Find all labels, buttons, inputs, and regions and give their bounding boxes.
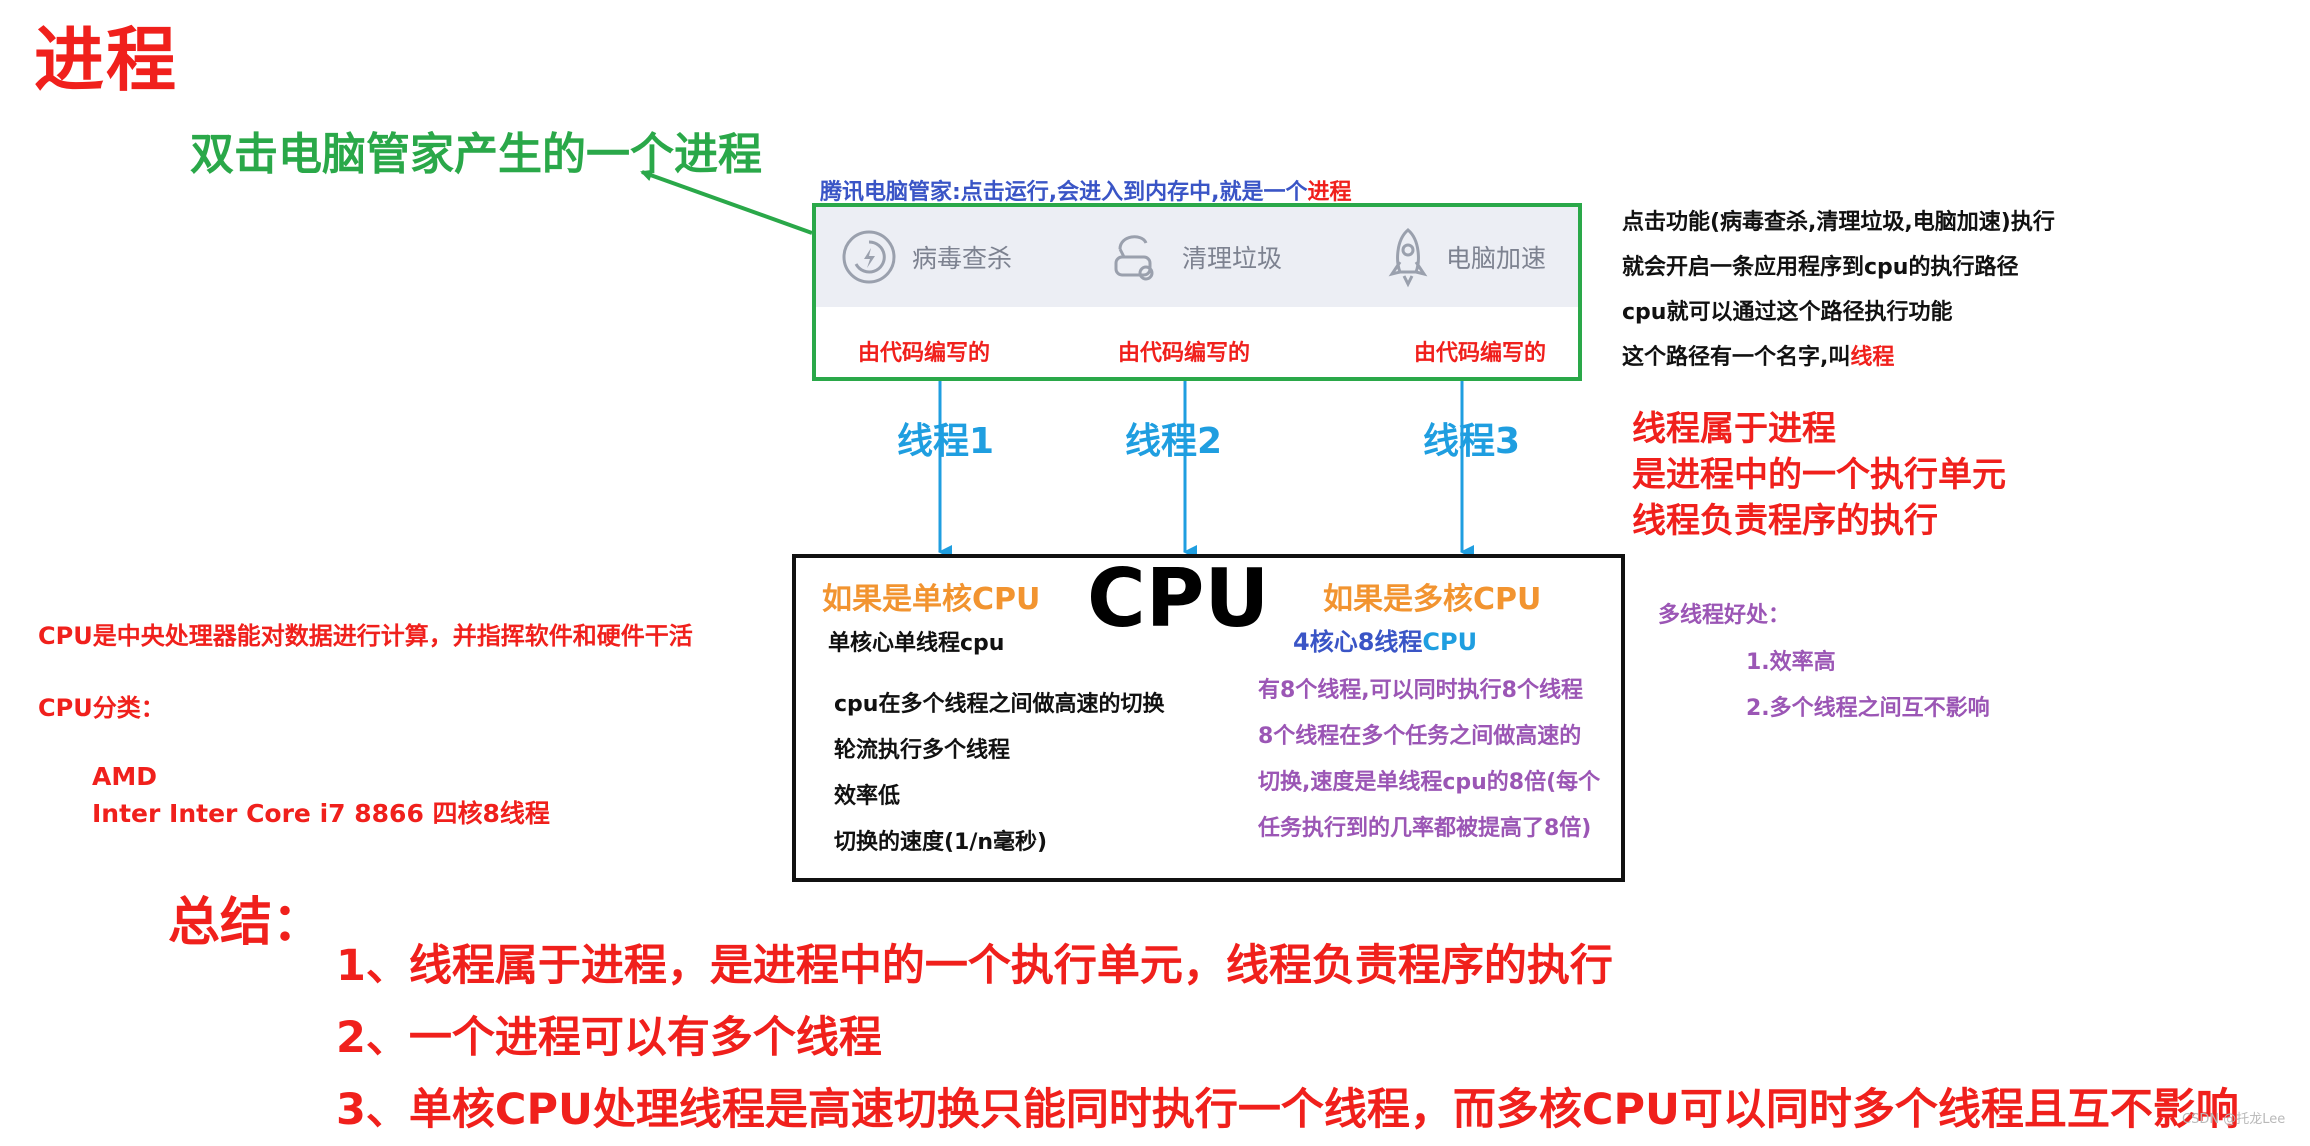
desc-line: 点击功能(病毒查杀,清理垃圾,电脑加速)执行 [1622,210,2055,235]
def-line: 线程属于进程 [1632,409,1836,449]
cpu-title: CPU [1087,552,1270,645]
single-core-points: cpu在多个线程之间做高速的切换 轮流执行多个线程 效率低 切换的速度(1/n毫… [834,682,1164,866]
feature-label: 电脑加速 [1446,244,1547,273]
thread-path-description: 点击功能(病毒查杀,清理垃圾,电脑加速)执行 就会开启一条应用程序到cpu的执行… [1622,200,2055,380]
list-item: 1、线程属于进程，是进程中的一个执行单元，线程负责程序的执行 [336,941,1613,991]
single-core-subheading: 单核心单线程cpu [828,631,1005,656]
code-label-3: 由代码编写的 [1414,341,1547,366]
page-title: 进程 [34,19,178,101]
feature-virus-scan[interactable]: 病毒查杀 [840,207,1012,307]
vacuum-cleaner-icon [1114,235,1154,281]
list-item: 轮流执行多个线程 [834,738,1011,763]
multithread-benefits-heading: 多线程好处： [1658,603,1791,628]
feature-speed-up[interactable]: 电脑加速 [1384,207,1546,307]
desc-line: 这个路径有一个名字,叫线程 [1622,345,1895,370]
watermark: CSDN @托龙Lee [2182,1112,2286,1127]
feature-clean-junk[interactable]: 清理垃圾 [1106,207,1282,307]
app-caption-highlight: 进程 [1307,180,1352,205]
multi-core-points: 有8个线程,可以同时执行8个线程 8个线程在多个任务之间做高速的 切换,速度是单… [1258,668,1600,852]
def-line: 是进程中的一个执行单元 [1632,455,2006,495]
summary-heading: 总结： [168,893,325,953]
cpu-box [792,554,1625,882]
list-item: 2.多个线程之间互不影响 [1746,696,1990,721]
thread-label-2: 线程2 [1125,421,1223,462]
app-caption-text: 腾讯电脑管家:点击运行,会进入到内存中,就是一个 [820,180,1308,205]
thread-definition: 线程属于进程 是进程中的一个执行单元 线程负责程序的执行 [1632,406,2006,544]
list-item: Inter Inter Core i7 8866 四核8线程 [92,799,550,828]
summary-list: 1、线程属于进程，是进程中的一个执行单元，线程负责程序的执行 2、一个进程可以有… [336,930,2239,1146]
code-label-2: 由代码编写的 [1118,341,1251,366]
multithread-benefits-list: 1.效率高 2.多个线程之间互不影响 [1746,640,1990,732]
multi-core-subheading: 4核心8线程CPU [1293,628,1478,656]
list-item: 切换,速度是单线程cpu的8倍(每个 [1258,770,1601,795]
list-item: 效率低 [834,784,901,809]
list-item: 3、单核CPU处理线程是高速切换只能同时执行一个线程，而多核CPU可以同时多个线… [336,1085,2239,1135]
list-item: 2、一个进程可以有多个线程 [336,1013,882,1063]
list-item: 1.效率高 [1746,650,1836,675]
single-core-heading: 如果是单核CPU [822,582,1041,617]
app-window: 病毒查杀 清理垃圾 电脑加速 由代码编写的 由代码编写的 由代码编写的 [812,203,1582,381]
list-item: 8个线程在多个任务之间做高速的 [1258,724,1582,749]
app-caption: 腾讯电脑管家:点击运行,会进入到内存中,就是一个进程 [820,174,1352,206]
list-item: 任务执行到的几率都被提高了8倍) [1258,816,1592,841]
list-item: cpu在多个线程之间做高速的切换 [834,692,1165,717]
thread-label-1: 线程1 [897,421,995,462]
cpu-definition: CPU是中央处理器能对数据进行计算，并指挥软件和硬件干活 [38,622,693,650]
desc-line: cpu就可以通过这个路径执行功能 [1622,300,1953,325]
code-label-1: 由代码编写的 [858,341,991,366]
feature-label: 清理垃圾 [1182,244,1283,273]
multi-core-heading: 如果是多核CPU [1323,582,1542,617]
process-subtitle: 双击电脑管家产生的一个进程 [190,129,762,180]
thread-label-3: 线程3 [1423,421,1521,462]
list-item: 切换的速度(1/n毫秒) [834,830,1048,855]
list-item: AMD [92,762,157,791]
app-toolbar: 病毒查杀 清理垃圾 电脑加速 [816,207,1578,307]
feature-label: 病毒查杀 [912,244,1013,273]
virus-scan-icon [842,230,896,284]
rocket-icon [1388,228,1428,288]
process-arrow [640,169,813,235]
cpu-classification-heading: CPU分类： [38,694,165,722]
desc-line: 就会开启一条应用程序到cpu的执行路径 [1622,255,2019,280]
def-line: 线程负责程序的执行 [1632,501,1938,541]
cpu-classification-list: AMD Inter Inter Core i7 8866 四核8线程 [92,758,550,832]
list-item: 有8个线程,可以同时执行8个线程 [1258,678,1583,703]
